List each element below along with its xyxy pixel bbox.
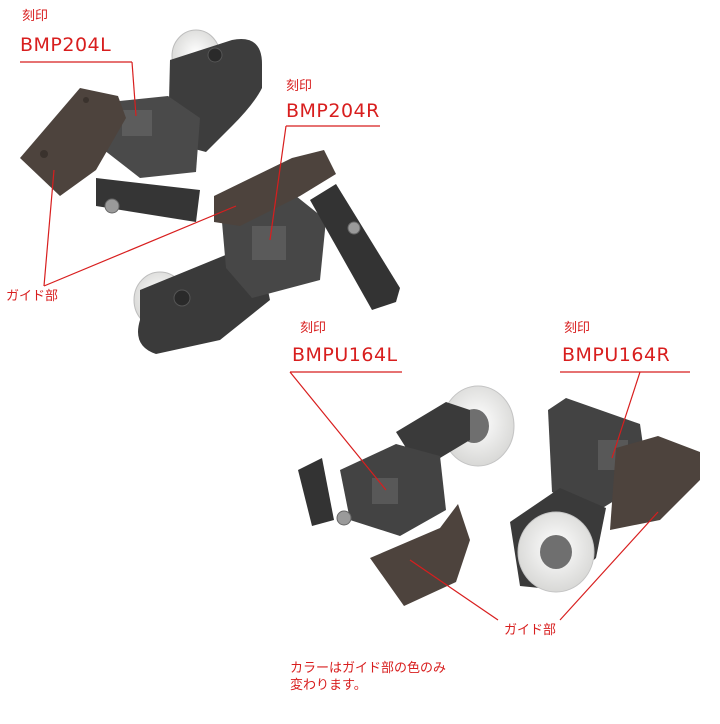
- roller-part-bmpu164l: [298, 385, 515, 606]
- adjust-screw: [336, 510, 352, 526]
- guide-part-label: ガイド部: [6, 289, 59, 304]
- roller-part-bmp204r: [133, 150, 400, 354]
- stamp-area: [372, 478, 398, 504]
- side-rail: [298, 458, 334, 526]
- wheel-axle: [540, 535, 572, 569]
- guide-plate: [610, 436, 700, 530]
- engraving-label: 刻印: [286, 79, 313, 94]
- color-note: カラーはガイド部の色のみ 変わります。: [290, 660, 446, 694]
- model-code-label: BMPU164L: [292, 344, 398, 366]
- color-note-line: カラーはガイド部の色のみ: [290, 661, 447, 676]
- bottom-rail: [96, 178, 200, 222]
- axle-screw: [173, 289, 191, 307]
- roller-part-bmpu164r: [510, 398, 700, 593]
- engraving-label: 刻印: [22, 9, 49, 24]
- color-note-line: 変わります。: [290, 678, 367, 693]
- stamp-area: [252, 226, 286, 260]
- stamp-area: [122, 110, 152, 136]
- model-code-label: BMP204R: [286, 100, 380, 122]
- guide-plate: [214, 150, 336, 226]
- model-code-label: BMP204L: [20, 34, 112, 56]
- adjust-screw: [104, 198, 120, 214]
- roller-part-bmp204l: [20, 29, 262, 222]
- guide-part-label: ガイド部: [504, 623, 557, 638]
- model-code-label: BMPU164R: [562, 344, 671, 366]
- guide-plate: [370, 504, 470, 606]
- callout-lines: [20, 61, 690, 621]
- guide-plate: [20, 88, 126, 196]
- axle-screw: [207, 47, 223, 63]
- engraving-label: 刻印: [564, 321, 591, 336]
- side-rail: [310, 184, 400, 310]
- adjust-screw: [347, 221, 361, 235]
- engraving-label: 刻印: [300, 321, 327, 336]
